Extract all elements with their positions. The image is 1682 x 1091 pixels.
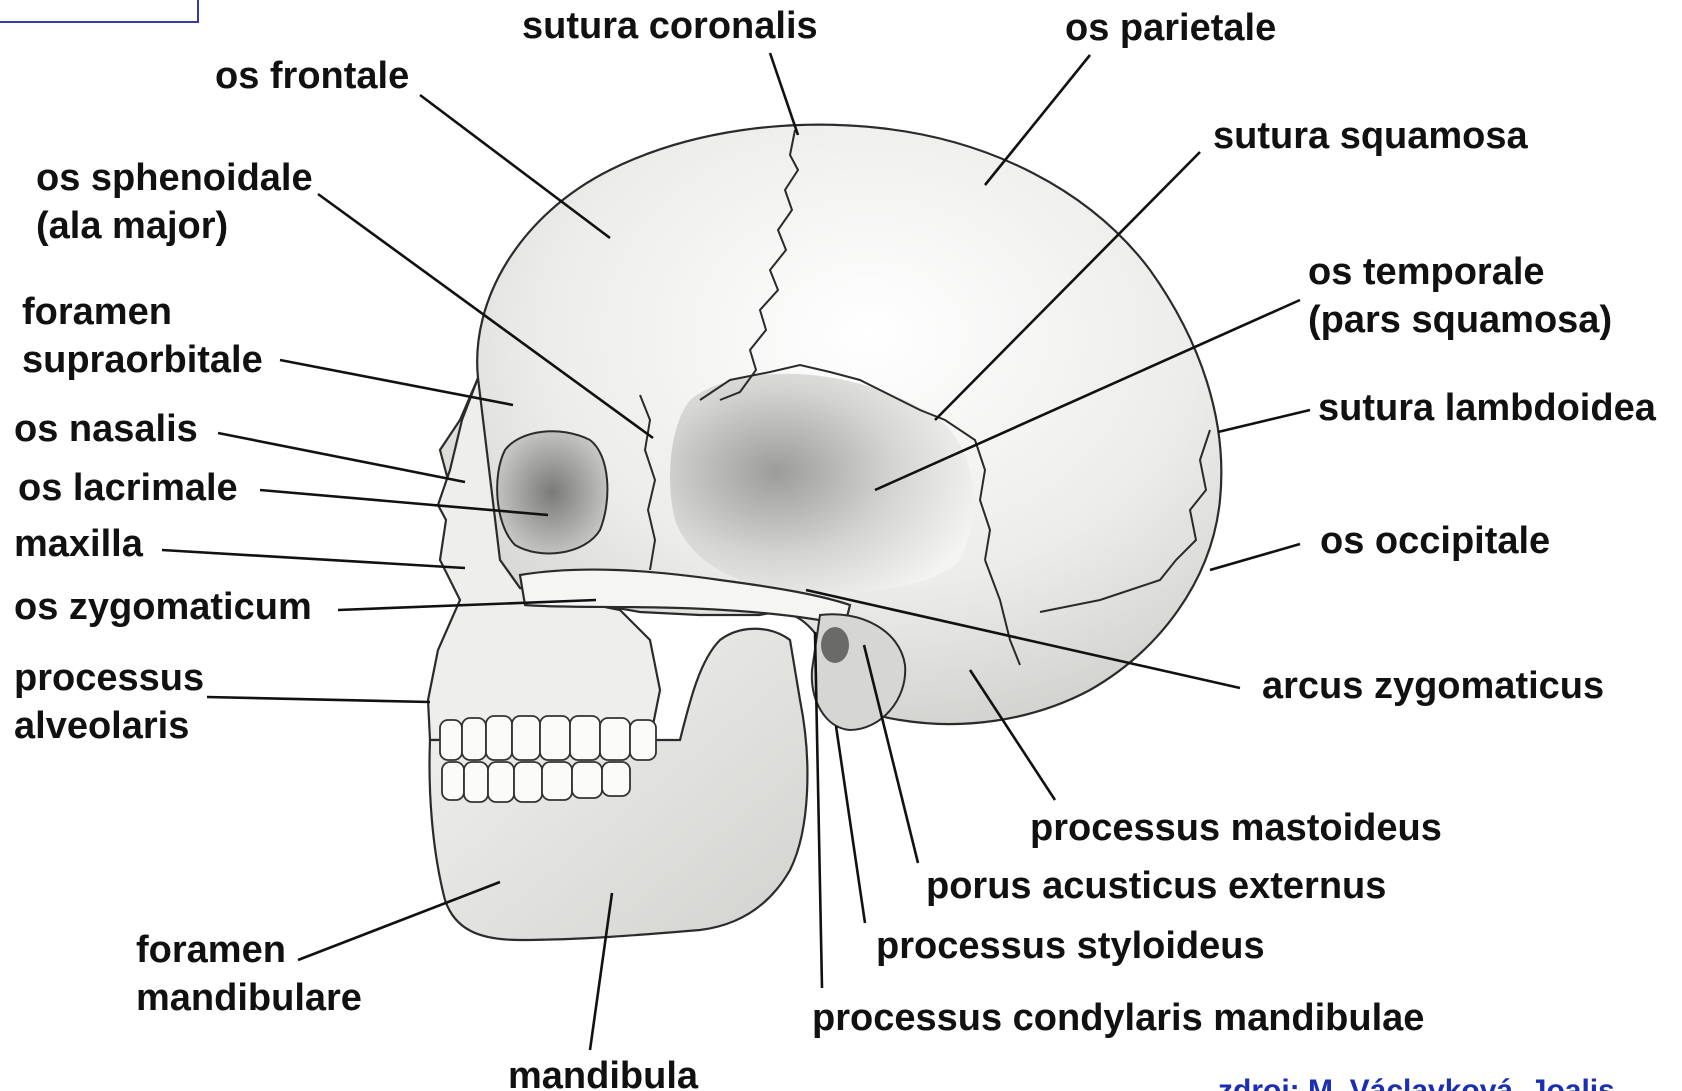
label-foramen-mandibulare-line1: foramen	[136, 929, 286, 971]
leader-os-parietale	[985, 55, 1090, 185]
label-sutura-squamosa: sutura squamosa	[1213, 115, 1529, 157]
label-foramen-supraorbitale-line1: foramen	[22, 291, 172, 333]
label-processus-mastoideus: processus mastoideus	[1030, 807, 1442, 849]
label-os-sphenoidale-line2: (ala major)	[36, 205, 228, 247]
label-processus-alveolaris-line1: processus	[14, 657, 204, 699]
leader-os-frontale	[420, 95, 610, 238]
leader-sutura-coronalis	[770, 53, 798, 135]
label-os-frontale: os frontale	[215, 55, 409, 97]
label-os-temporale-line2: (pars squamosa)	[1308, 299, 1612, 341]
ear-canal	[821, 627, 849, 663]
label-sutura-coronalis: sutura coronalis	[522, 5, 818, 47]
label-os-lacrimale: os lacrimale	[18, 467, 238, 509]
label-os-occipitale: os occipitale	[1320, 520, 1550, 562]
label-porus-acusticus-externus: porus acusticus externus	[926, 865, 1386, 907]
label-processus-alveolaris-line2: alveolaris	[14, 705, 189, 747]
leader-os-occipitale	[1210, 544, 1300, 570]
leader-processus-styloideus	[836, 726, 865, 923]
label-os-sphenoidale-line1: os sphenoidale	[36, 157, 313, 199]
leader-sutura-lambdoidea	[1218, 410, 1310, 432]
label-os-nasalis: os nasalis	[14, 408, 198, 450]
label-mandibula: mandibula	[508, 1055, 699, 1091]
label-foramen-supraorbitale-line2: supraorbitale	[22, 339, 263, 381]
source-credit: zdroj: M. Václavková, Joalis	[1218, 1074, 1615, 1091]
orbit	[497, 431, 607, 553]
label-os-parietale: os parietale	[1065, 7, 1276, 49]
label-processus-condylaris-mandibulae: processus condylaris mandibulae	[812, 997, 1424, 1039]
leader-maxilla	[162, 550, 465, 568]
label-os-zygomaticum: os zygomaticum	[14, 586, 312, 628]
label-sutura-lambdoidea: sutura lambdoidea	[1318, 387, 1657, 429]
label-processus-styloideus: processus styloideus	[876, 925, 1265, 967]
label-os-temporale-line1: os temporale	[1308, 251, 1545, 293]
label-foramen-mandibulare-line2: mandibulare	[136, 977, 362, 1019]
leader-processus-alveolaris	[207, 697, 430, 702]
label-arcus-zygomaticus: arcus zygomaticus	[1262, 665, 1604, 707]
teeth	[440, 716, 656, 802]
label-maxilla: maxilla	[14, 523, 144, 565]
leader-os-nasalis	[218, 433, 465, 482]
